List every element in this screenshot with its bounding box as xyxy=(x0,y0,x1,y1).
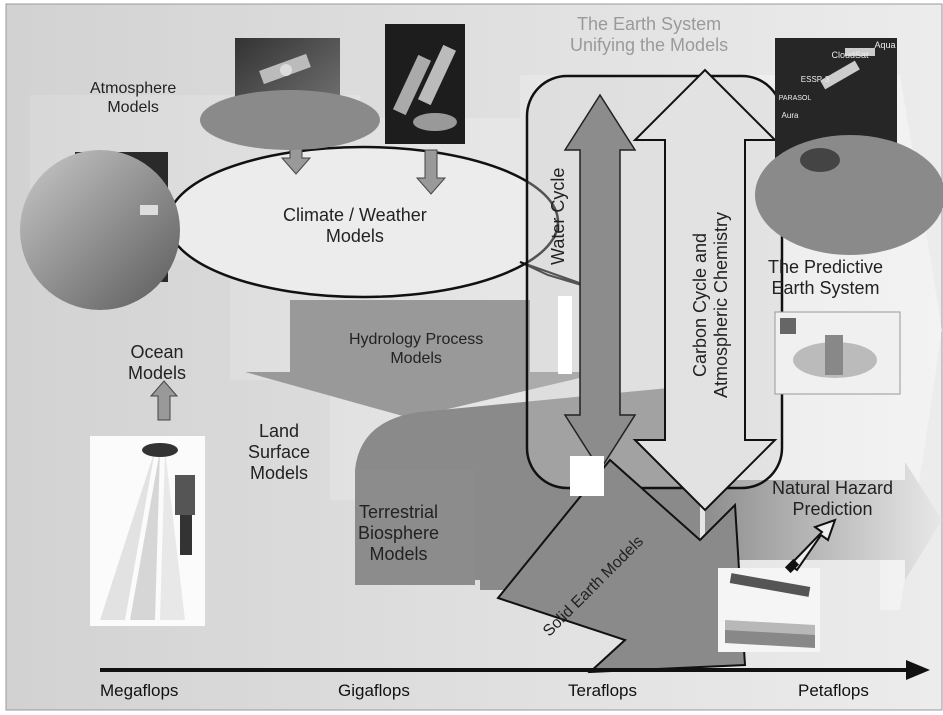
photo-hazard-satellite xyxy=(718,568,820,652)
label-aqua: Aqua xyxy=(874,40,895,50)
photo-earth-left xyxy=(20,150,180,310)
white-bar xyxy=(558,296,572,374)
hydrology-line2: Models xyxy=(390,349,442,367)
axis-label-gigaflops: Gigaflops xyxy=(338,681,410,700)
water-cycle-arrow xyxy=(563,93,637,472)
climate-weather-line1: Climate / Weather xyxy=(283,205,427,225)
ocean-models-label: Ocean Models xyxy=(128,342,186,384)
terrestrial-biosphere-block xyxy=(355,470,475,585)
flops-axis-arrowhead xyxy=(906,660,930,680)
carbon-cycle-line2: Atmospheric Chemistry xyxy=(711,211,732,398)
photo-satellite-constellation xyxy=(755,38,943,255)
ocean-models-line1: Ocean xyxy=(130,342,184,362)
land-surface-label: Land Surface Models xyxy=(248,421,310,485)
natural-hazard-line2: Prediction xyxy=(792,499,873,520)
terrestrial-biosphere-label: Terrestrial Biosphere Models xyxy=(358,502,439,566)
hydrology-label: Hydrology Process Models xyxy=(349,331,483,369)
water-cycle-label: Water Cycle xyxy=(548,167,568,265)
label-parasol: PARASOL xyxy=(779,95,812,102)
terrestrial-line2: Biosphere xyxy=(358,523,440,544)
atmosphere-models-line2: Models xyxy=(107,98,159,116)
hazard-pointer-arrow xyxy=(788,518,837,572)
land-surface-line3: Models xyxy=(250,463,309,484)
predictive-earth-label: The Predictive Earth System xyxy=(768,257,883,299)
atmosphere-models-label: Atmosphere Models xyxy=(90,80,176,118)
earth-system-header-line2: Unifying the Models xyxy=(570,35,729,56)
axis-label-teraflops: Teraflops xyxy=(568,681,637,700)
white-block xyxy=(570,456,604,496)
label-cloudsat: CloudSat xyxy=(831,50,869,60)
natural-hazard-line1: Natural Hazard xyxy=(772,478,894,498)
climate-weather-line2: Models xyxy=(325,226,384,247)
carbon-cycle-label: Carbon Cycle and Atmospheric Chemistry xyxy=(690,212,732,398)
axis-label-megaflops: Megaflops xyxy=(100,681,179,700)
natural-hazard-label: Natural Hazard Prediction xyxy=(772,478,893,520)
photo-ocean-satellite xyxy=(90,436,205,626)
axis-label-petaflops: Petaflops xyxy=(798,681,869,700)
land-surface-line1: Land xyxy=(259,421,300,441)
ocean-models-line2: Models xyxy=(128,363,187,384)
terrestrial-line3: Models xyxy=(369,544,428,565)
climate-weather-label: Climate / Weather Models xyxy=(283,205,427,247)
predictive-line2: Earth System xyxy=(771,278,880,299)
natural-hazard-arrow xyxy=(705,462,942,580)
photo-predictive-earth-system xyxy=(774,311,901,395)
land-surface-line2: Surface xyxy=(248,442,311,463)
earth-system-header: The Earth System Unifying the Models xyxy=(570,14,728,56)
hazard-pointer-base xyxy=(784,558,800,574)
hydrology-line1: Hydrology Process xyxy=(349,331,484,348)
photo-atmosphere-satellite xyxy=(200,38,380,150)
frame-border xyxy=(5,3,943,711)
terrestrial-line1: Terrestrial xyxy=(359,502,439,522)
predictive-line1: The Predictive xyxy=(768,257,884,277)
earth-system-header-line1: The Earth System xyxy=(577,14,722,34)
label-aura: Aura xyxy=(782,111,799,120)
carbon-cycle-arrow xyxy=(632,68,778,512)
carbon-cycle-line1: Carbon Cycle and xyxy=(690,232,710,378)
atmosphere-models-line1: Atmosphere xyxy=(90,80,177,97)
hydrology-arrow xyxy=(245,300,605,418)
label-essp: ESSP-3 xyxy=(801,75,830,84)
photo-satellite-panels xyxy=(385,24,465,144)
